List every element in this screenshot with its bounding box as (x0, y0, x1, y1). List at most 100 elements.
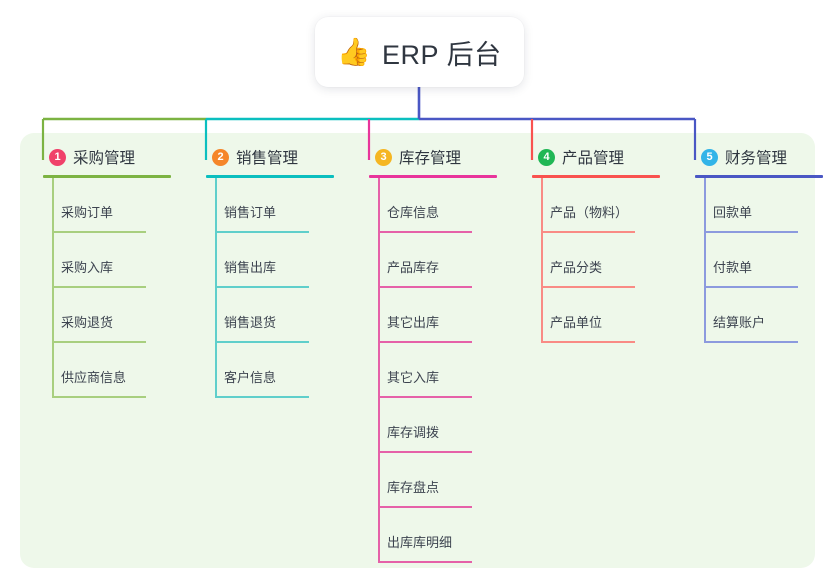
branch-item-rule (541, 231, 635, 233)
branch-item[interactable]: 其它出库 (352, 288, 515, 343)
branch-item[interactable]: 付款单 (678, 233, 839, 288)
branch-item-list: 销售订单销售出库销售退货客户信息 (189, 178, 352, 398)
branch-title: 销售管理 (236, 150, 299, 167)
branch-item-list: 产品（物料） 产品分类产品单位 (515, 178, 678, 343)
branch-item-rule (52, 341, 146, 343)
branch-item-rule (378, 561, 472, 563)
branch-item-label: 回款单 (713, 205, 753, 220)
branch-item-rule (704, 341, 798, 343)
branch-header-rule (369, 175, 497, 178)
branch-item[interactable]: 结算账户 (678, 288, 839, 343)
branch-header-2[interactable]: 2 销售管理 (189, 144, 352, 170)
branches-panel (20, 133, 815, 568)
branch-item-rule (215, 341, 309, 343)
branch-number-badge: 4 (538, 148, 555, 166)
branch-item[interactable]: 采购入库 (26, 233, 189, 288)
branch-item[interactable]: 供应商信息 (26, 343, 189, 398)
branch-column-4: 4 产品管理产品（物料） 产品分类产品单位 (515, 144, 678, 343)
branch-item[interactable]: 库存盘点 (352, 453, 515, 508)
branch-item-label: 库存调拨 (387, 425, 440, 440)
branch-item-label: 结算账户 (713, 315, 766, 330)
branch-item-label: 销售出库 (224, 260, 277, 275)
branch-item[interactable]: 产品库存 (352, 233, 515, 288)
root-node[interactable]: 👍 ERP 后台 (315, 17, 524, 87)
branch-number-badge: 2 (212, 148, 229, 166)
branch-item-list: 回款单付款单结算账户 (678, 178, 839, 343)
branch-item[interactable]: 客户信息 (189, 343, 352, 398)
branch-header-1[interactable]: 1 采购管理 (26, 144, 189, 170)
branch-item-rule (541, 341, 635, 343)
branch-item[interactable]: 采购订单 (26, 178, 189, 233)
branch-item-list: 采购订单采购入库采购退货供应商信息 (26, 178, 189, 398)
branch-item-label: 仓库信息 (387, 205, 440, 220)
branch-spine (215, 178, 217, 398)
branch-item-rule (215, 286, 309, 288)
branch-spine (541, 178, 543, 343)
branch-item[interactable]: 产品单位 (515, 288, 678, 343)
branch-item[interactable]: 销售订单 (189, 178, 352, 233)
branch-item-label: 采购入库 (61, 260, 114, 275)
branch-title: 采购管理 (73, 150, 136, 167)
branch-spine (52, 178, 54, 398)
branch-item-label: 其它出库 (387, 315, 440, 330)
branch-item-list: 仓库信息产品库存其它出库其它入库库存调拨库存盘点出库库明细 (352, 178, 515, 563)
branch-spine (704, 178, 706, 343)
branch-item-rule (704, 231, 798, 233)
branch-item-label: 库存盘点 (387, 480, 440, 495)
branch-item-label: 采购退货 (61, 315, 114, 330)
branch-item-label: 产品库存 (387, 260, 440, 275)
branch-number-badge: 5 (701, 148, 718, 166)
branch-header-rule (532, 175, 660, 178)
root-title: ERP 后台 (382, 39, 502, 70)
branch-item-label: 产品（物料） (550, 205, 629, 220)
thumbs-up-icon: 👍 (337, 36, 372, 67)
branch-item-rule (704, 286, 798, 288)
branch-item-label: 付款单 (713, 260, 753, 275)
branch-item-label: 出库库明细 (387, 535, 453, 550)
branch-item-rule (541, 286, 635, 288)
branch-item[interactable]: 销售退货 (189, 288, 352, 343)
branch-item-rule (52, 231, 146, 233)
branch-title: 产品管理 (562, 150, 625, 167)
branch-item[interactable]: 销售出库 (189, 233, 352, 288)
branch-item-rule (378, 506, 472, 508)
branch-item-rule (378, 231, 472, 233)
branch-item-rule (378, 341, 472, 343)
branch-item[interactable]: 产品分类 (515, 233, 678, 288)
branch-item[interactable]: 采购退货 (26, 288, 189, 343)
branch-title: 财务管理 (725, 150, 788, 167)
branch-column-1: 1 采购管理采购订单采购入库采购退货供应商信息 (26, 144, 189, 398)
branch-item-rule (378, 451, 472, 453)
branch-header-4[interactable]: 4 产品管理 (515, 144, 678, 170)
branch-item-rule (378, 286, 472, 288)
branch-column-5: 5 财务管理回款单付款单结算账户 (678, 144, 839, 343)
branch-item-rule (215, 231, 309, 233)
branch-header-rule (43, 175, 171, 178)
branch-item[interactable]: 出库库明细 (352, 508, 515, 563)
branch-item-rule (52, 286, 146, 288)
branch-item-label: 客户信息 (224, 370, 277, 385)
branch-item-label: 产品分类 (550, 260, 603, 275)
branch-item-label: 采购订单 (61, 205, 114, 220)
branch-item-label: 产品单位 (550, 315, 603, 330)
branch-item[interactable]: 库存调拨 (352, 398, 515, 453)
branch-item-label: 销售订单 (224, 205, 277, 220)
branch-item-rule (378, 396, 472, 398)
branch-header-5[interactable]: 5 财务管理 (678, 144, 839, 170)
branch-spine (378, 178, 380, 563)
branch-item-label: 其它入库 (387, 370, 440, 385)
branch-item[interactable]: 回款单 (678, 178, 839, 233)
branch-item[interactable]: 仓库信息 (352, 178, 515, 233)
branch-item[interactable]: 产品（物料） (515, 178, 678, 233)
branch-header-rule (695, 175, 823, 178)
branch-item[interactable]: 其它入库 (352, 343, 515, 398)
branch-item-label: 销售退货 (224, 315, 277, 330)
branch-column-2: 2 销售管理销售订单销售出库销售退货客户信息 (189, 144, 352, 398)
branch-item-rule (52, 396, 146, 398)
branch-title: 库存管理 (399, 150, 462, 167)
branch-number-badge: 1 (49, 148, 66, 166)
branch-item-rule (215, 396, 309, 398)
